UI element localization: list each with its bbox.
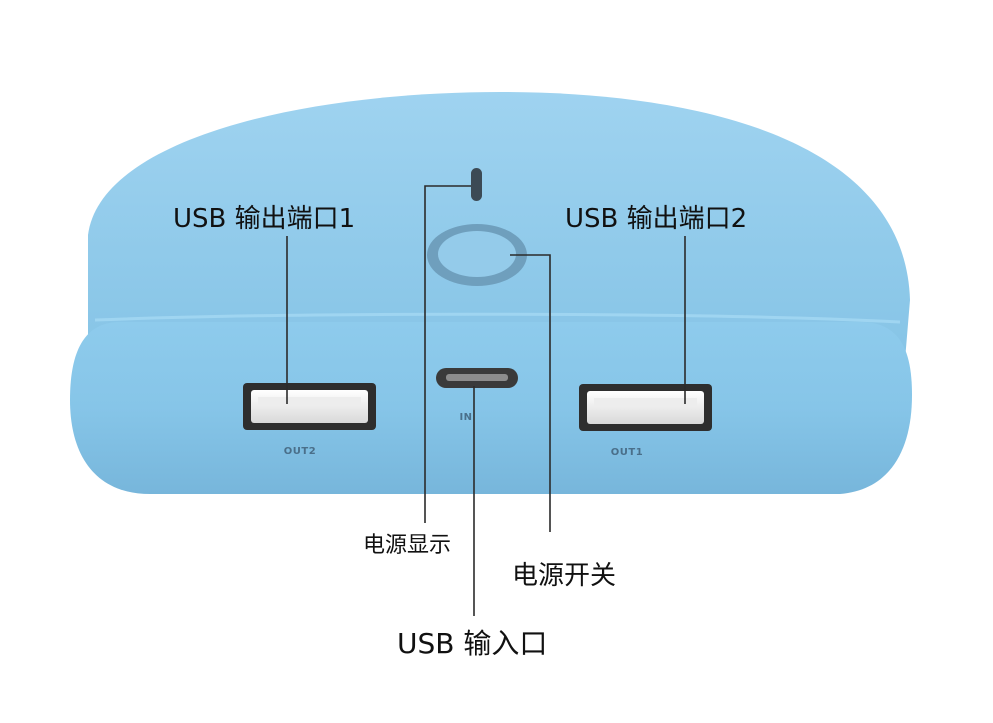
device-front-face	[70, 322, 912, 494]
callout-usb-input: USB 输入口	[397, 627, 547, 660]
power-indicator-led	[471, 168, 482, 201]
callout-usb-out-2: USB 输出端口2	[565, 204, 747, 234]
power-bank-body	[70, 92, 912, 494]
power-button-cap	[438, 231, 516, 277]
callout-line-power-switch	[510, 254, 551, 532]
micro-usb-input-port[interactable]	[436, 368, 518, 388]
device-edge-highlight	[94, 312, 901, 324]
callout-usb-out-1: USB 输出端口1	[173, 204, 355, 234]
micro-usb-input-label: IN	[459, 412, 472, 423]
usb-port-out1-label: OUT1	[611, 447, 643, 458]
usb-port-out2-label: OUT2	[284, 446, 316, 457]
usb-port-out1[interactable]	[579, 384, 712, 431]
callout-power-indicator: 电源显示	[363, 533, 451, 558]
callout-lines	[286, 185, 686, 616]
power-button[interactable]	[427, 224, 527, 286]
device-top-surface	[88, 92, 910, 360]
callout-power-switch: 电源开关	[512, 561, 616, 591]
callout-line-power-indicator	[424, 185, 471, 523]
usb-port-out2[interactable]	[243, 383, 376, 430]
